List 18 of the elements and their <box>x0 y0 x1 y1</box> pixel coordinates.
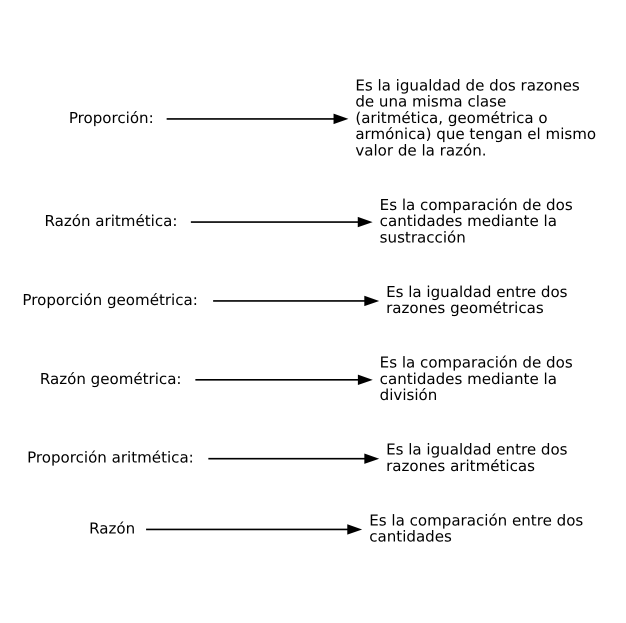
node-text: Proporción: <box>68 108 154 126</box>
node-text: Es la igualdad entre dos razones aritméticas <box>386 440 568 474</box>
node-text: Es la igualdad de dos razones de una misma clase (aritmética, geométrica o armónica) que tengan el mismo valor de la razón. <box>355 76 596 159</box>
arrow <box>190 216 373 227</box>
arrow <box>146 524 362 534</box>
node-text: Razón aritmética: <box>44 212 178 230</box>
node-text: Razón <box>89 518 136 537</box>
arrow <box>208 453 380 464</box>
node-text: Proporción geométrica: <box>22 290 198 308</box>
node-text: Es la comparación de dos cantidades mediante la sustracción <box>380 195 573 246</box>
node-text: Proporción aritmética: <box>27 448 194 466</box>
arrow <box>166 113 348 124</box>
node-text: Es la igualdad entre dos razones geométricas <box>386 282 568 317</box>
node-text: Es la comparación de dos cantidades mediante la división <box>380 353 573 404</box>
node-text: Razón geométrica: <box>40 369 182 388</box>
node-text: Es la comparación entre dos cantidades <box>369 510 584 546</box>
arrow <box>213 295 380 306</box>
arrow <box>195 374 373 385</box>
